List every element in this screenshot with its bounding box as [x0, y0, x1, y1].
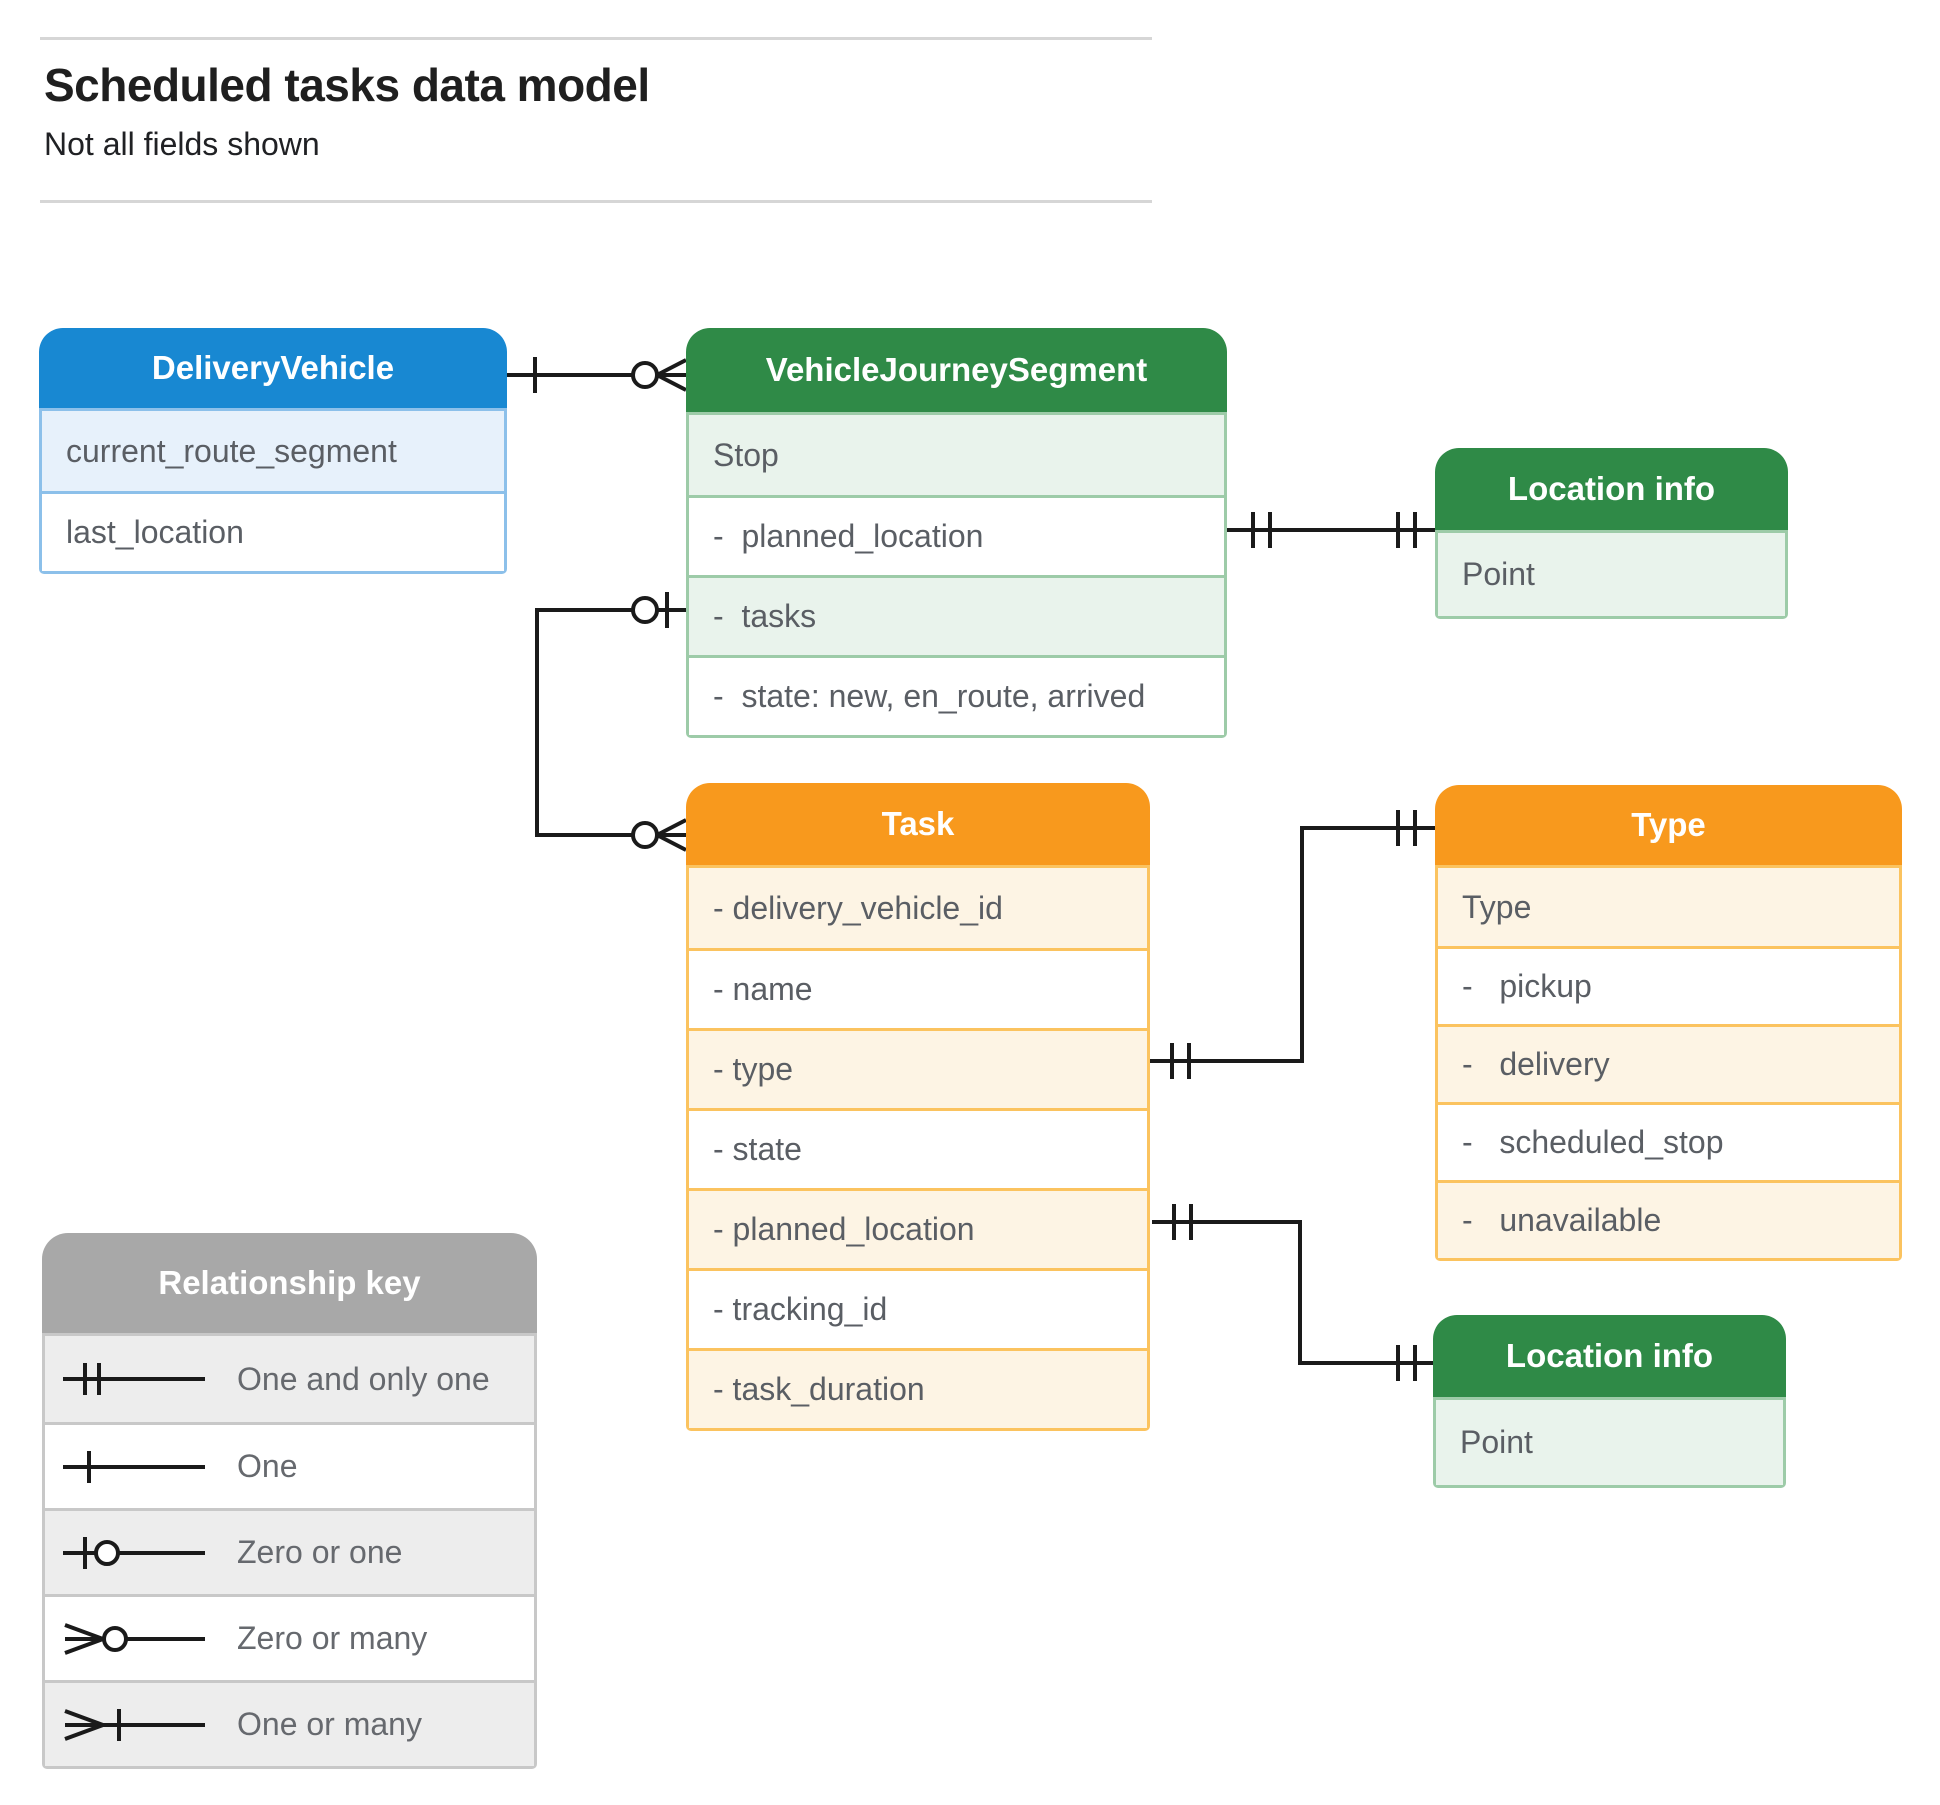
entity-field-row: - planned_location: [689, 495, 1224, 575]
field-label: Stop: [713, 436, 779, 473]
legend-row-one: One: [45, 1422, 534, 1508]
entity-location-info-bottom: Location info Point: [1433, 1315, 1786, 1488]
field-label: - tasks: [713, 598, 817, 634]
entity-field-row: Type: [1438, 868, 1899, 946]
entity-delivery-vehicle-header: DeliveryVehicle: [39, 328, 507, 408]
page-subtitle: Not all fields shown: [44, 126, 320, 162]
connector-deliveryvehicle-to-vehiclejourneysegment: [507, 357, 687, 393]
field-label: - scheduled_stop: [1462, 1124, 1724, 1160]
field-label: - pickup: [1462, 968, 1592, 1004]
legend-row-zero-or-one: Zero or one: [45, 1508, 534, 1594]
one-and-only-one-symbol-icon: [63, 1363, 205, 1395]
entity-field-row: - delivery: [1438, 1024, 1899, 1102]
field-label: - name: [713, 971, 813, 1007]
legend-label: Zero or one: [237, 1534, 403, 1570]
entity-vehicle-journey-segment-fields: Stop - planned_location - tasks - state: ne…: [686, 412, 1227, 738]
entity-title: Type: [1631, 806, 1706, 843]
entity-title: Task: [881, 805, 955, 842]
zero-or-one-symbol-icon: [63, 1536, 205, 1569]
relationship-key-legend: Relationship key One and only one One: [42, 1233, 537, 1769]
legend-label: Zero or many: [237, 1620, 428, 1656]
entity-field-row: last_location: [42, 491, 504, 571]
entity-field-row: Stop: [689, 415, 1224, 495]
field-label: current_route_segment: [66, 432, 397, 469]
entity-location-info-bottom-fields: Point: [1433, 1397, 1786, 1488]
entity-type-header: Type: [1435, 785, 1902, 865]
entity-field-row: - unavailable: [1438, 1180, 1899, 1258]
entity-location-info-top: Location info Point: [1435, 448, 1788, 619]
entity-type-fields: Type - pickup - delivery - scheduled_stop - …: [1435, 865, 1902, 1261]
field-label: - state: [713, 1131, 802, 1167]
connector-vehiclejourneysegment-tasks-to-task: [535, 592, 687, 852]
page-title: Scheduled tasks data model: [44, 59, 650, 111]
entity-field-row: - name: [689, 948, 1147, 1028]
field-label: - tracking_id: [713, 1291, 888, 1327]
field-label: last_location: [66, 514, 244, 550]
entity-field-row: - task_duration: [689, 1348, 1147, 1428]
entity-field-row: Point: [1438, 533, 1785, 616]
one-symbol-icon: [63, 1450, 205, 1483]
field-label: - state: new, en_route, arrived: [713, 678, 1146, 714]
entity-field-row: - tracking_id: [689, 1268, 1147, 1348]
entity-location-info-bottom-header: Location info: [1433, 1315, 1786, 1397]
entity-field-row: - pickup: [1438, 946, 1899, 1024]
field-label: Type: [1462, 888, 1532, 925]
field-label: Point: [1460, 1424, 1533, 1460]
entity-location-info-top-fields: Point: [1435, 530, 1788, 619]
legend-row-zero-or-many: Zero or many: [45, 1594, 534, 1680]
entity-field-row: - delivery_vehicle_id: [689, 868, 1147, 948]
relationship-key-header: Relationship key: [42, 1233, 537, 1333]
field-label: - task_duration: [713, 1371, 925, 1407]
field-label: - planned_location: [713, 518, 984, 554]
field-label: Point: [1462, 556, 1535, 592]
legend-label: One: [237, 1448, 298, 1484]
entity-field-row: - tasks: [689, 575, 1224, 655]
legend-title: Relationship key: [158, 1264, 421, 1301]
entity-task-fields: - delivery_vehicle_id - name - type - state…: [686, 865, 1150, 1431]
field-label: - delivery_vehicle_id: [713, 889, 1003, 926]
entity-field-row: - state: new, en_route, arrived: [689, 655, 1224, 735]
entity-vehicle-journey-segment: VehicleJourneySegment Stop - planned_loca…: [686, 328, 1227, 738]
legend-row-one-and-only-one: One and only one: [45, 1336, 534, 1422]
legend-label: One and only one: [237, 1360, 490, 1397]
field-label: - planned_location: [713, 1211, 975, 1247]
entity-field-row: - type: [689, 1028, 1147, 1108]
entity-field-row: - planned_location: [689, 1188, 1147, 1268]
entity-title: VehicleJourneySegment: [765, 351, 1148, 388]
entity-field-row: - state: [689, 1108, 1147, 1188]
entity-task: Task - delivery_vehicle_id- name- type- …: [686, 783, 1150, 1431]
entity-field-row: current_route_segment: [42, 411, 504, 491]
connector-task-plannedlocation-to-locationinfo: [1152, 1204, 1433, 1381]
entity-location-info-top-header: Location info: [1435, 448, 1788, 530]
top-divider: [40, 37, 1152, 40]
entity-type: Type Type - pickup - delivery - scheduled_s…: [1435, 785, 1902, 1261]
entity-task-header: Task: [686, 783, 1150, 865]
legend-row-one-or-many: One or many: [45, 1680, 534, 1766]
entity-title: Location info: [1507, 470, 1716, 507]
entity-field-row: Point: [1436, 1400, 1783, 1485]
entity-vehicle-journey-segment-header: VehicleJourneySegment: [686, 328, 1227, 412]
field-label: - type: [713, 1051, 794, 1087]
entity-field-row: - scheduled_stop: [1438, 1102, 1899, 1180]
connector-task-type-to-type: [1150, 810, 1435, 1079]
field-label: - delivery: [1462, 1046, 1610, 1082]
legend-label: One or many: [237, 1706, 422, 1742]
zero-or-many-symbol-icon: [64, 1622, 205, 1655]
one-or-many-symbol-icon: [64, 1708, 205, 1741]
entity-delivery-vehicle-fields: current_route_segment last_location: [39, 408, 507, 574]
header-divider: [40, 200, 1152, 203]
relationship-key-body: One and only one One Zero or one: [42, 1333, 537, 1769]
connector-vehiclejourneysegment-plannedlocation-to-locationinfo: [1227, 512, 1435, 548]
field-label: - unavailable: [1462, 1202, 1662, 1238]
entity-title: DeliveryVehicle: [151, 349, 395, 386]
entity-title: Location info: [1505, 1337, 1714, 1374]
